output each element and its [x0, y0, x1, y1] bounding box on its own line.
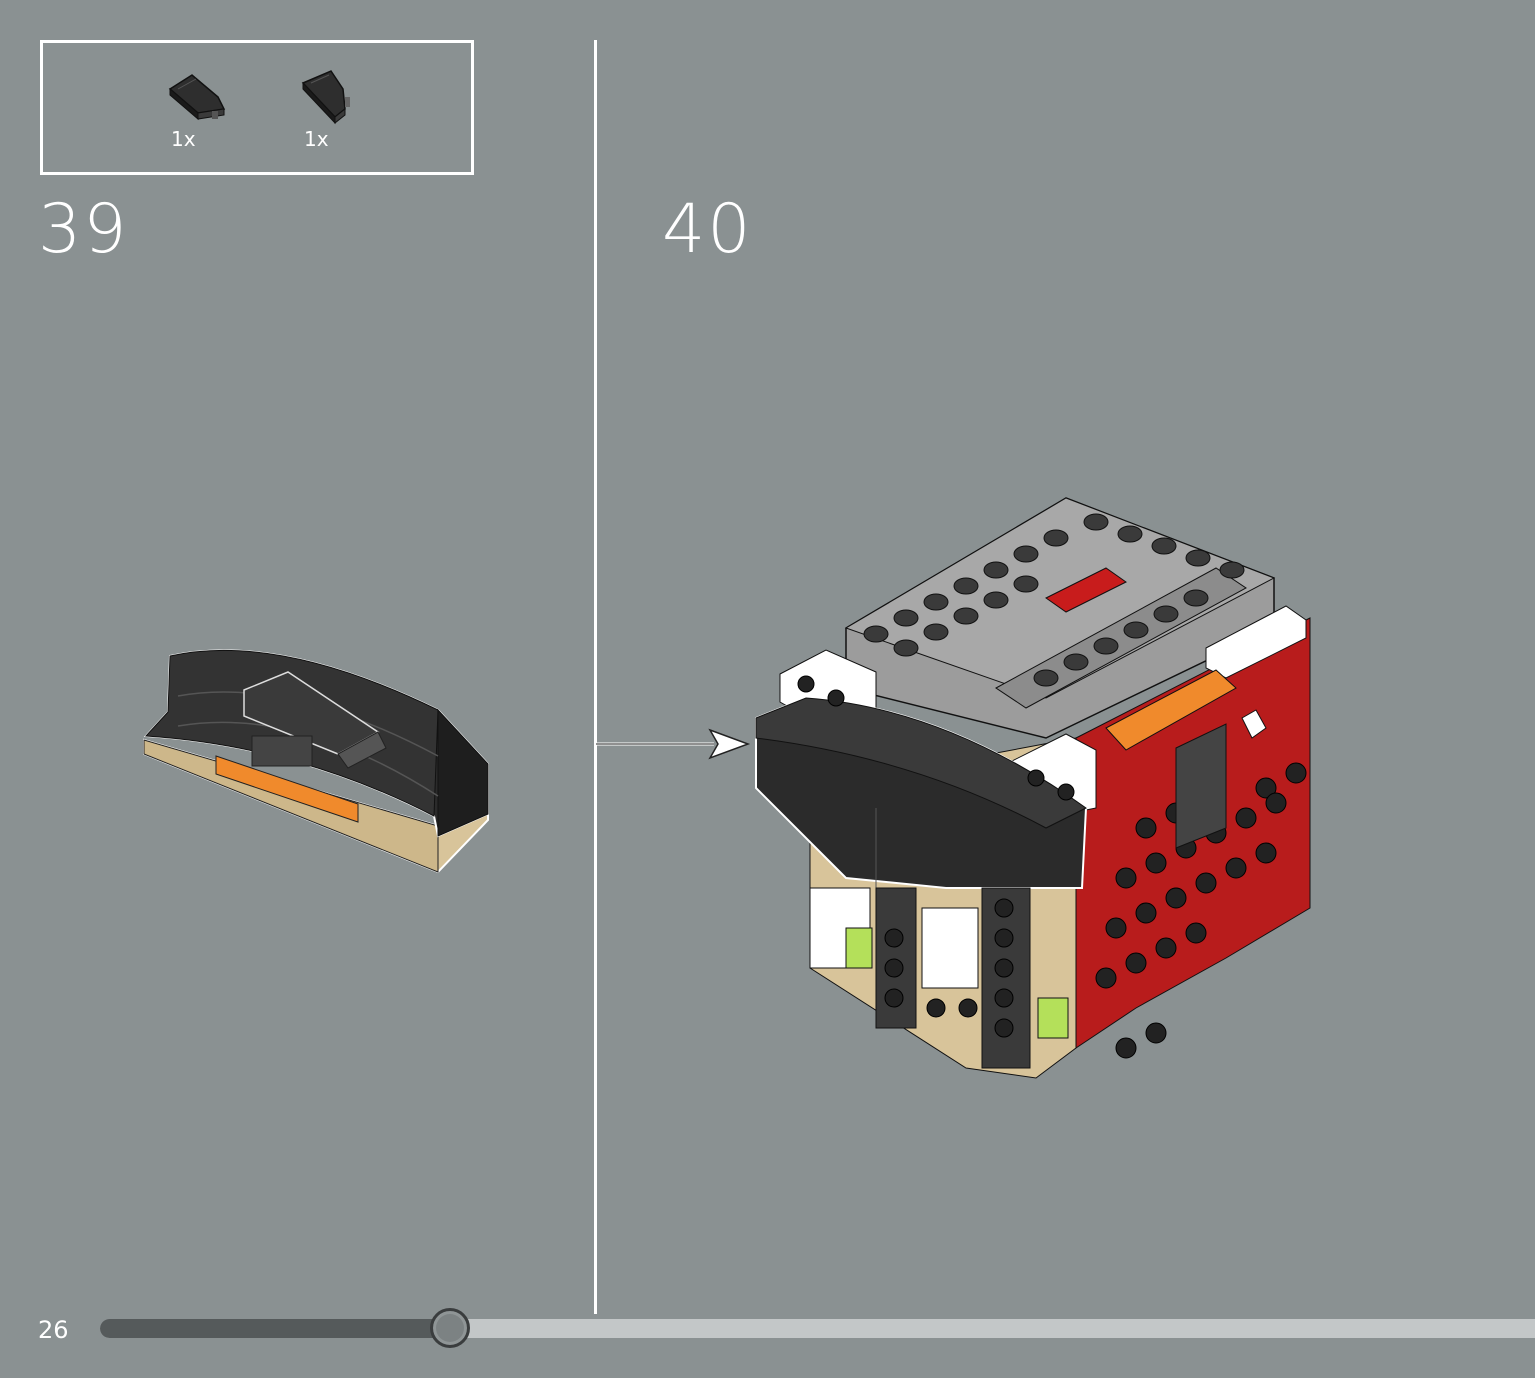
progress-bar[interactable]: [100, 1308, 1535, 1348]
step-number-39: 39: [38, 190, 129, 269]
progress-bar-handle[interactable]: [429, 1308, 470, 1348]
parts-callout-box: 1x 1x: [40, 40, 474, 175]
part-item-2: 1x: [301, 69, 381, 159]
part-item-1: 1x: [168, 69, 248, 159]
progress-bar-fill: [100, 1319, 449, 1338]
wedge-plate-left-icon: [168, 74, 226, 121]
part-qty-2: 1x: [304, 127, 329, 151]
step-number-40: 40: [662, 190, 753, 269]
placement-arrow-icon: [596, 728, 751, 760]
step-divider: [594, 40, 597, 1314]
wedge-plate-right-icon: [301, 70, 350, 125]
page-number: 26: [38, 1316, 69, 1344]
part-qty-1: 1x: [171, 127, 196, 151]
step-40-assembly-illustration: [755, 497, 1311, 1079]
step-39-assembly-illustration: [143, 649, 489, 874]
